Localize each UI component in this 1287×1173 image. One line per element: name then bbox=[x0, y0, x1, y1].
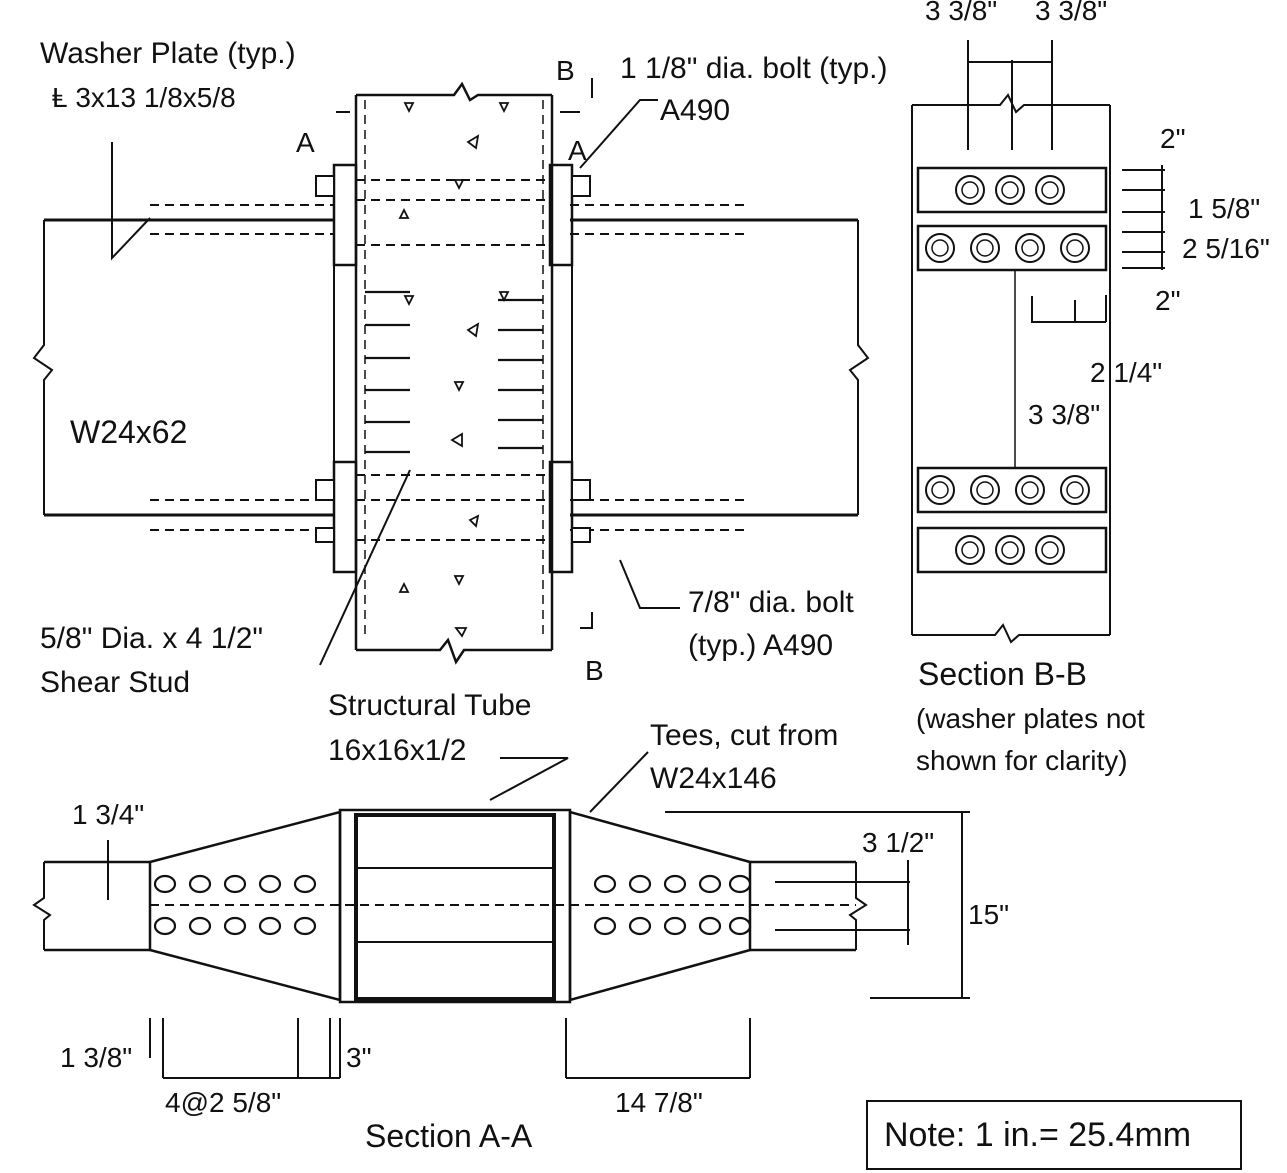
washer-plate-size-label: Ⱡ 3x13 1/8x5/8 bbox=[52, 82, 236, 113]
unit-note-text: Note: 1 in.= 25.4mm bbox=[884, 1116, 1192, 1154]
bb-dim-top-right: 3 3/8" bbox=[1035, 0, 1107, 26]
aa-dim-spacing: 4@2 5/8" bbox=[165, 1087, 281, 1118]
bb-dim-d3: 2 5/16" bbox=[1182, 233, 1270, 264]
aa-dim-edge: 1 3/8" bbox=[60, 1042, 132, 1073]
structural-tube bbox=[354, 81, 554, 665]
tube-leader bbox=[489, 757, 569, 801]
leader-lines bbox=[111, 99, 680, 666]
stud-label: Shear Stud bbox=[40, 666, 190, 699]
beam-size-label: W24x62 bbox=[70, 414, 187, 450]
bb-dim-d5: 2 1/4" bbox=[1090, 357, 1162, 388]
tube-size-label: 16x16x1/2 bbox=[328, 734, 466, 767]
bolt-large-label: 1 1/8" dia. bolt (typ.) bbox=[620, 52, 887, 85]
flange-bolts bbox=[315, 175, 591, 543]
aa-dim-depth: 15" bbox=[968, 899, 1009, 930]
tee-plates bbox=[332, 163, 574, 574]
section-cuts bbox=[336, 78, 593, 629]
section-a-right-marker: A bbox=[568, 135, 587, 166]
section-b-top-marker: B bbox=[556, 55, 575, 86]
section-bb-note-1: (washer plates not bbox=[916, 703, 1145, 734]
bb-dim-d2: 1 5/8" bbox=[1188, 193, 1260, 224]
aa-dim-half: 3 1/2" bbox=[862, 827, 934, 858]
bb-dim-d6: 3 3/8" bbox=[1028, 399, 1100, 430]
elevation-view bbox=[32, 78, 870, 666]
bolt-small-grade-label: (typ.) A490 bbox=[688, 629, 833, 662]
section-aa-view bbox=[32, 808, 970, 1079]
shear-studs bbox=[365, 290, 543, 454]
bb-dim-d4: 2" bbox=[1155, 285, 1181, 316]
aa-dim-flange: 1 3/4" bbox=[72, 799, 144, 830]
section-aa-bolts bbox=[153, 874, 752, 936]
section-a-left-marker: A bbox=[296, 127, 315, 158]
aa-dim-tee-length: 14 7/8" bbox=[615, 1087, 703, 1118]
bb-dim-d1: 2" bbox=[1160, 123, 1186, 154]
flange-plates bbox=[150, 204, 750, 531]
beam-right bbox=[570, 218, 870, 517]
beam-left bbox=[32, 218, 334, 517]
stud-size-label: 5/8" Dia. x 4 1/2" bbox=[40, 622, 263, 655]
bolt-small-label: 7/8" dia. bolt bbox=[688, 586, 854, 619]
concrete-fill-marks bbox=[398, 102, 510, 638]
section-bb-view bbox=[911, 40, 1165, 644]
aa-dim-gap: 3" bbox=[346, 1042, 372, 1073]
unit-note-box: Note: 1 in.= 25.4mm bbox=[866, 1100, 1242, 1170]
tees-leader bbox=[589, 751, 649, 813]
section-b-bottom-marker: B bbox=[585, 655, 604, 686]
tees-size-label: W24x146 bbox=[650, 762, 777, 795]
section-bb-note-2: shown for clarity) bbox=[916, 745, 1128, 776]
section-bb-bolts bbox=[925, 175, 1090, 565]
section-aa-title: Section A-A bbox=[365, 1118, 533, 1154]
tees-label: Tees, cut from bbox=[650, 719, 838, 752]
tube-label: Structural Tube bbox=[328, 689, 531, 722]
washer-plate-label: Washer Plate (typ.) bbox=[40, 37, 296, 70]
bolt-large-grade-label: A490 bbox=[660, 94, 730, 127]
bb-dim-top-left: 3 3/8" bbox=[925, 0, 997, 26]
section-bb-title: Section B-B bbox=[918, 656, 1087, 692]
